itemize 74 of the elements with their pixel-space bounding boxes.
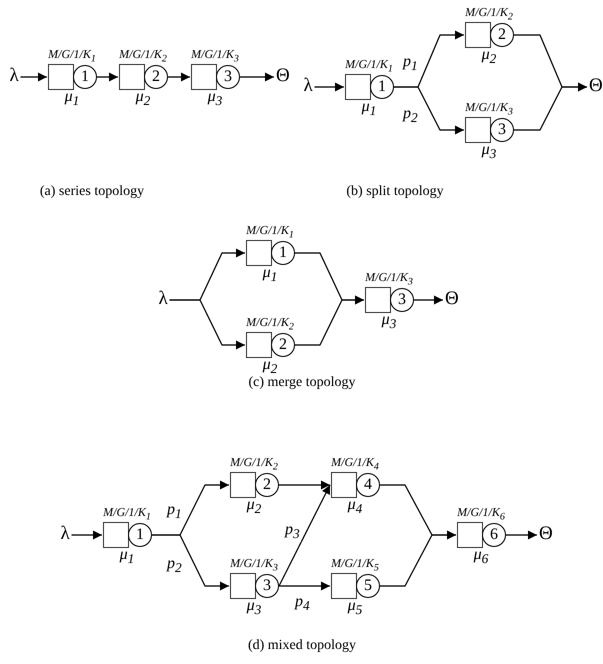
queue-notation-label: M/G/1/K$_{3}$ [465, 100, 513, 120]
arrow [97, 72, 118, 82]
server-circle: 1 [73, 65, 97, 89]
server-circle: 2 [255, 473, 279, 497]
service-rate-label: μ$_{2}$ [246, 497, 262, 518]
caption: (c) merge topology [248, 375, 356, 391]
service-rate-label: μ$_{3}$ [246, 598, 262, 618]
queue-notation-label: M/G/1/K$_{1}$ [345, 57, 393, 76]
service-rate-label: μ$_{2}$ [482, 47, 496, 68]
arrow [380, 530, 456, 587]
arrow [279, 480, 330, 490]
server-circle: 4 [356, 473, 380, 497]
departure-symbol: Θ [539, 524, 553, 544]
caption: (b) split topology [346, 184, 444, 200]
server-circle: 2 [144, 65, 168, 89]
server-circle: 1 [370, 75, 394, 99]
arrival-symbol: λ [304, 76, 313, 96]
arrow [168, 72, 190, 82]
service-rate-label: μ$_{5}$ [348, 598, 362, 618]
server-circle: 5 [356, 574, 380, 598]
server-circle: 1 [271, 241, 295, 265]
arrow [394, 86, 464, 134]
arrow [279, 582, 330, 590]
queue-notation-label: M/G/1/K$_{2}$ [465, 5, 513, 24]
service-rate-label: μ$_{6}$ [474, 547, 488, 568]
service-rate-label: μ$_{3}$ [208, 89, 222, 110]
server-circle: 1 [128, 523, 152, 547]
service-rate-label: μ$_{1}$ [362, 99, 376, 120]
queue-notation-label: M/G/1/K$_{2}$ [246, 315, 294, 334]
arrow [278, 484, 331, 586]
arrival-symbol: λ [10, 66, 19, 86]
caption: (d) mixed topology [248, 638, 356, 654]
queue-notation-label: M/G/1/K$_{3}$ [230, 556, 278, 576]
service-rate-label: μ$_{3}$ [382, 312, 396, 332]
arrival-symbol: λ [60, 524, 70, 544]
server-circle: 2 [271, 333, 295, 357]
departure-symbol: Θ [445, 289, 459, 309]
queue-notation-label: M/G/1/K$_{1}$ [48, 47, 96, 66]
arrow [514, 82, 587, 131]
server-circle: 6 [482, 523, 506, 547]
arrival-symbol: λ [158, 289, 168, 309]
arrow [170, 299, 245, 350]
queue-notation-label: M/G/1/K$_{2}$ [230, 455, 278, 474]
arrow [20, 72, 47, 82]
service-rate-label: μ$_{1}$ [64, 89, 80, 110]
queue-notation-label: M/G/1/K$_{5}$ [331, 556, 379, 576]
queue-notation-label: M/G/1/K$_{1}$ [103, 505, 151, 524]
server-circle: 2 [490, 23, 514, 47]
server-circle: 3 [255, 574, 279, 598]
service-rate-label: μ$_{1}$ [120, 547, 134, 568]
service-rate-label: μ$_{3}$ [482, 142, 496, 162]
departure-symbol: Θ [589, 76, 603, 96]
server-circle: 3 [216, 65, 240, 89]
arrow [72, 530, 102, 540]
server-circle: 3 [490, 118, 514, 142]
arrow [240, 72, 274, 82]
queue-notation-label: M/G/1/K$_{2}$ [119, 47, 167, 66]
server-circle: 3 [390, 288, 414, 312]
arrow [152, 534, 229, 590]
queue-notation-label: M/G/1/K$_{3}$ [365, 270, 413, 290]
departure-symbol: Θ [276, 66, 290, 86]
queue-notation-label: M/G/1/K$_{1}$ [246, 223, 294, 242]
service-rate-label: μ$_{2}$ [136, 89, 150, 110]
arrow [295, 296, 364, 346]
queue-notation-label: M/G/1/K$_{6}$ [457, 505, 505, 524]
arrow [506, 530, 537, 540]
caption: (a) series topology [40, 184, 144, 200]
service-rate-label: μ$_{1}$ [262, 265, 278, 286]
queue-notation-label: M/G/1/K$_{4}$ [331, 455, 379, 474]
queue-notation-label: M/G/1/K$_{3}$ [191, 47, 239, 66]
service-rate-label: μ$_{2}$ [262, 357, 278, 376]
arrow [414, 296, 443, 304]
service-rate-label: μ$_{4}$ [348, 497, 362, 518]
arrow [314, 82, 344, 92]
